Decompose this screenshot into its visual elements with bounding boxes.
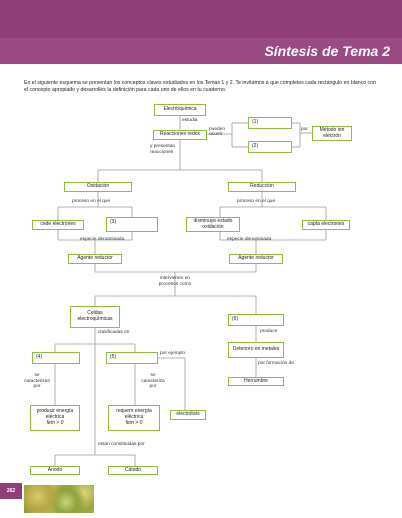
label-proceso-en-el-que-red: proceso en el que [237, 199, 276, 204]
label-clasificadas-en: clasificadas en [98, 330, 130, 335]
box-capta-electrones: capta electrones [302, 220, 350, 230]
text-requerir-energia: requerir energía eléctrica [116, 408, 152, 421]
page-number: 262 [0, 483, 22, 499]
blank-box-3[interactable]: (3) [106, 217, 158, 232]
box-electrolisis: electrólisis [170, 410, 206, 420]
text-fem-2: fem > 0 [125, 419, 143, 426]
label-por-formacion-de: por formación de [258, 361, 294, 366]
box-oxidacion: Oxidación [64, 182, 132, 192]
blank-box-2[interactable]: (2) [248, 141, 292, 153]
box-catodo: Cátodo [108, 466, 158, 475]
box-disminuye-estado-oxidacion: disminuye estado oxidación [186, 217, 240, 232]
label-se-caracterizan: se caracterizan por [24, 373, 51, 390]
box-reduccion: Reducción [228, 182, 296, 192]
box-deterioro-en-metales: Deterioro en metales [228, 342, 284, 358]
label-por: por [301, 127, 308, 132]
label-produce: produce [260, 329, 278, 334]
title-band [0, 38, 402, 64]
label-intervienen: intervienen en procesos como [158, 276, 192, 287]
label-y-presentan: y presentan reacciones [150, 144, 176, 155]
box-agente-reductor-2: Agente reductor [229, 254, 283, 264]
box-cede-electrones: cede electrones [32, 220, 84, 230]
box-producir-energia: producir energía eléctrica fem > 0 [30, 405, 80, 431]
box-metodo-ion-electron: Método ion electrón [312, 126, 352, 141]
blank-box-4[interactable]: (4) [32, 352, 80, 364]
label-estan-constituidas: están constituidas por [98, 442, 145, 447]
box-celdas-electroquimicas: Celdas electroquímicas [70, 306, 120, 328]
label-estudia: estudia [182, 118, 198, 123]
label-se-caracteriza: se caracteriza por [141, 373, 165, 390]
label-pueden-ocurrir: pueden ocurrir [209, 127, 226, 137]
header-band [0, 0, 402, 38]
intro-paragraph: En el siguiente esquema se presentan los… [24, 80, 376, 93]
text-producir-energia: producir energía eléctrica [36, 408, 74, 421]
box-agente-reductor-1: Agente reductor [68, 254, 122, 264]
blank-box-6[interactable]: (6) [228, 314, 284, 326]
label-especie-denominada-2: especie denominada [227, 237, 272, 242]
box-herrumbre: Herrumbre [228, 377, 284, 386]
blank-box-1[interactable]: (1) [248, 117, 292, 129]
box-electroquimica: Electroquímica [154, 104, 206, 116]
decorative-texture-image [24, 485, 94, 513]
box-requerir-energia: requerir energía eléctrica fem > 0 [108, 405, 160, 431]
box-reacciones-redox: Reacciones redox [153, 130, 207, 140]
label-proceso-en-el-que-ox: proceso en el que [72, 199, 111, 204]
label-por-ejemplo: por ejemplo [160, 351, 186, 356]
text-fem-1: fem > 0 [46, 419, 64, 426]
section-title: Síntesis de Tema 2 [264, 43, 390, 59]
blank-box-5[interactable]: (5) [106, 352, 158, 364]
label-especie-denominada-1: especie denominada [80, 237, 125, 242]
box-anodo: Ánodo [30, 466, 80, 475]
